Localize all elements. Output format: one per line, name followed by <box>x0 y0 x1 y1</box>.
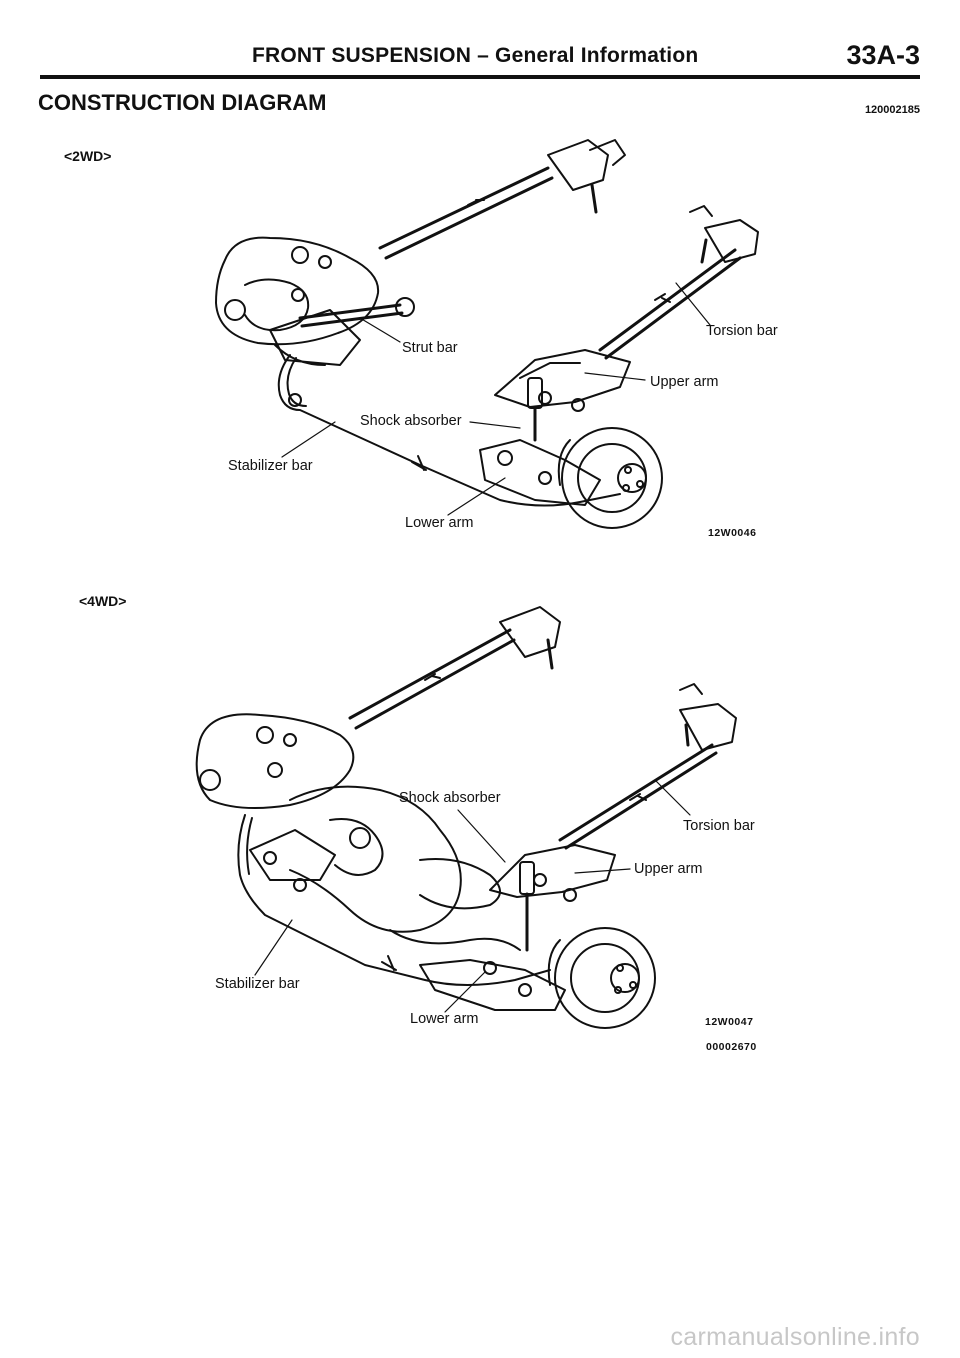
label-upper-arm-2wd: Upper arm <box>650 374 719 390</box>
watermark: carmanualsonline.info <box>670 1323 920 1351</box>
header-title: FRONT SUSPENSION <box>252 44 472 67</box>
figure-code-2wd: 12W0046 <box>708 527 757 539</box>
diagram-4wd-art <box>195 606 737 1029</box>
section-title: CONSTRUCTION DIAGRAM <box>38 90 327 115</box>
figure-code-4wd: 12W0047 <box>705 1016 754 1028</box>
variant-label-2wd: <2WD> <box>64 148 112 164</box>
header-dash: – <box>477 44 489 67</box>
variant-label-4wd: <4WD> <box>79 593 127 609</box>
label-strut-bar-2wd: Strut bar <box>402 340 458 356</box>
label-torsion-bar-2wd: Torsion bar <box>706 323 778 339</box>
label-lower-arm-4wd: Lower arm <box>410 1011 479 1027</box>
label-stabilizer-bar-4wd: Stabilizer bar <box>215 976 300 992</box>
reference-code-4wd: 00002670 <box>706 1041 757 1053</box>
document-id: 120002185 <box>864 104 920 116</box>
label-shock-absorber-2wd: Shock absorber <box>360 413 462 429</box>
page-number: 33A-3 <box>846 40 920 70</box>
header-rule <box>40 75 920 79</box>
diagram-2wd-leaders <box>281 282 711 516</box>
diagram-4wd-leaders <box>254 779 691 1013</box>
label-torsion-bar-4wd: Torsion bar <box>683 818 755 834</box>
label-stabilizer-bar-2wd: Stabilizer bar <box>228 458 313 474</box>
page-header-title: FRONT SUSPENSION – General Information <box>252 44 698 68</box>
header-subtitle: General Information <box>495 44 699 67</box>
label-shock-absorber-4wd: Shock absorber <box>399 790 501 806</box>
label-upper-arm-4wd: Upper arm <box>634 861 703 877</box>
label-lower-arm-2wd: Lower arm <box>405 515 474 531</box>
